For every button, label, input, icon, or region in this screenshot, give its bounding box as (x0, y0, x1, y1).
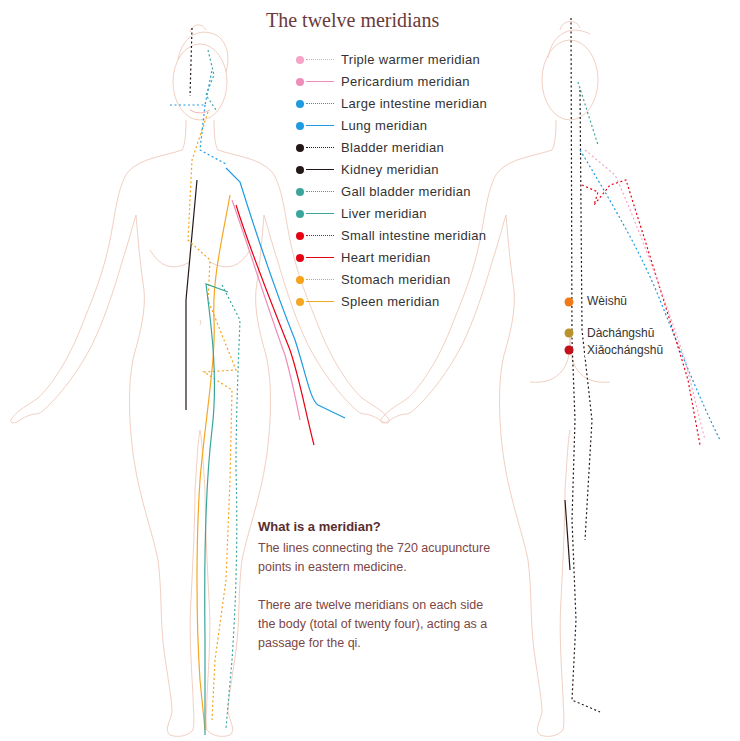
legend-label: Large intestine meridian (341, 96, 487, 112)
legend-line-sample (306, 191, 334, 192)
legend-label: Pericardium meridian (341, 74, 470, 90)
legend-label: Gall bladder meridian (341, 184, 471, 200)
title: The twelve meridians (266, 8, 439, 32)
legend-line-sample (306, 169, 334, 170)
legend-line-sample (306, 301, 334, 302)
front-hair (178, 25, 228, 72)
legend-label: Spleen meridian (341, 294, 439, 310)
acupoint-dot (565, 329, 574, 338)
legend-swatch (296, 100, 304, 108)
back-hair (548, 21, 590, 58)
pericardium-meridian (232, 200, 300, 420)
legend-swatch (296, 298, 304, 306)
kidney-meridian (186, 180, 570, 570)
legend-swatch (296, 56, 304, 64)
legend-swatch (296, 144, 304, 152)
legend-label: Stomach meridian (341, 272, 451, 288)
gall-bladder-meridian (206, 50, 598, 728)
note-body: There are twelve meridians on each side … (256, 596, 505, 653)
legend-swatch (296, 166, 304, 174)
triple-warmer-meridian (585, 150, 705, 440)
front-torso-detail (150, 250, 250, 325)
legend-swatch (296, 254, 304, 262)
legend-line-sample (306, 103, 334, 104)
meridian-lines (170, 18, 720, 735)
legend-swatch (296, 232, 304, 240)
legend-label: Triple warmer meridian (341, 52, 480, 68)
liver-meridian (205, 284, 228, 735)
legend-swatch (296, 78, 304, 86)
legend-label: Bladder meridian (341, 140, 444, 156)
legend-swatch (296, 122, 304, 130)
acupoint-dot (565, 346, 574, 355)
front-outline (11, 120, 200, 736)
legend-line-sample (306, 279, 334, 280)
legend-line-sample (306, 81, 334, 82)
legend-line-sample (306, 125, 334, 126)
large-intestine-meridian (170, 70, 720, 440)
legend-label: Small intestine meridian (341, 228, 486, 244)
lung-meridian (226, 168, 345, 418)
front-head (173, 44, 227, 120)
note-heading: What is a meridian? (256, 518, 383, 535)
back-head (542, 40, 598, 120)
legend-line-sample (306, 235, 334, 236)
legend-line-sample (306, 147, 334, 148)
spleen-meridian (197, 195, 230, 730)
acupoint-dot (565, 298, 574, 307)
acupoint-label: Wèishū (585, 294, 629, 308)
legend-line-sample (306, 59, 334, 60)
legend-swatch (296, 276, 304, 284)
legend-label: Heart meridian (341, 250, 430, 266)
bladder-meridian (190, 18, 600, 712)
legend-label: Lung meridian (341, 118, 427, 134)
legend-label: Liver meridian (341, 206, 427, 222)
legend-swatch (296, 188, 304, 196)
legend-swatch (296, 210, 304, 218)
acupoint-label: Xiǎochángshū (585, 343, 665, 357)
legend-line-sample (306, 257, 334, 258)
acupoints (565, 298, 574, 355)
legend-label: Kidney meridian (341, 162, 439, 178)
small-intestine-meridian (582, 180, 700, 445)
acupoint-label: Dàchángshū (585, 326, 656, 340)
front-mouth (190, 110, 210, 113)
legend-line-sample (306, 213, 334, 214)
note-body: The lines connecting the 720 acupuncture… (256, 539, 505, 577)
